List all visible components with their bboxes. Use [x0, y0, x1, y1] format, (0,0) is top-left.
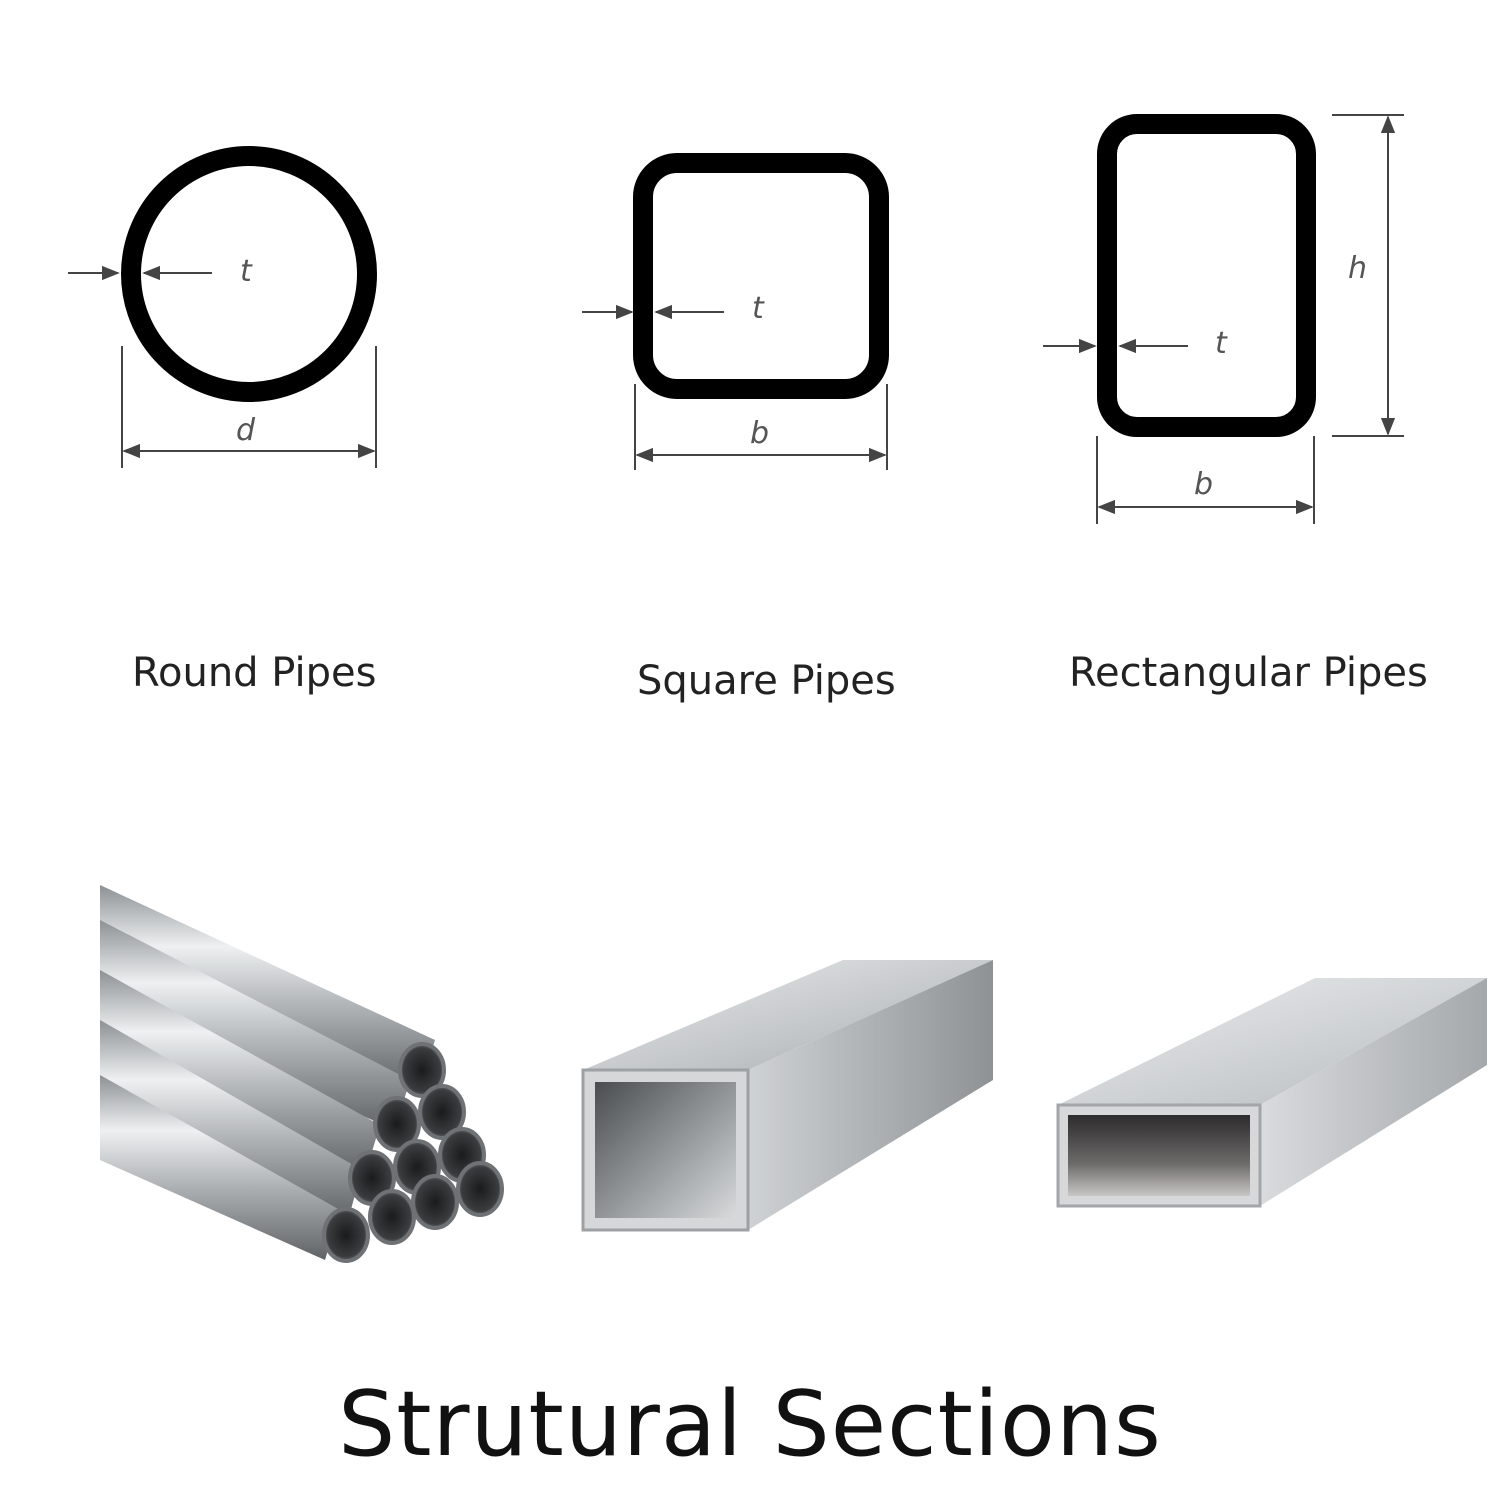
round-pipe-bundle-photo	[100, 885, 504, 1263]
round-thickness-label: t	[240, 254, 253, 289]
pipe-end	[322, 1207, 370, 1263]
pipe-tube	[100, 1020, 362, 1220]
pipe-end	[373, 1096, 421, 1152]
cross-section-diagrams: t d t b t	[68, 114, 1404, 524]
rectangular-thickness-label: t	[1215, 326, 1228, 361]
square-pipe-outline	[633, 153, 889, 399]
square-width-dimension	[634, 384, 888, 470]
pipe-end	[398, 1042, 446, 1098]
tube-opening	[595, 1082, 736, 1218]
pipe-tube	[100, 970, 380, 1175]
rectangular-width-dimension	[1096, 436, 1315, 524]
rectangular-pipe-section: t b h	[1043, 114, 1404, 524]
square-pipe-section: t b	[582, 153, 889, 470]
tube-side-face	[748, 960, 993, 1230]
pipe-tube	[100, 885, 435, 1090]
rectangular-tube-photo	[1056, 978, 1487, 1208]
square-width-label: b	[750, 416, 769, 451]
round-pipes-caption: Round Pipes	[132, 650, 377, 696]
tube-top-face	[1058, 978, 1487, 1105]
pipe-end	[368, 1189, 416, 1245]
tube-side-face	[1260, 978, 1487, 1206]
pipe-end	[411, 1174, 459, 1230]
rectangular-height-dimension	[1332, 114, 1404, 437]
rectangular-height-label: h	[1348, 251, 1367, 286]
rectangular-pipes-caption: Rectangular Pipes	[1069, 650, 1428, 696]
round-pipe-section: t d	[68, 146, 377, 468]
rectangular-pipe-outline	[1097, 114, 1316, 437]
pipe-end	[418, 1084, 466, 1140]
page-title: Strutural Sections	[338, 1372, 1162, 1477]
round-diameter-label: d	[236, 413, 256, 448]
tube-opening	[1068, 1115, 1250, 1196]
rectangular-width-label: b	[1194, 467, 1213, 502]
square-pipes-caption: Square Pipes	[637, 658, 896, 704]
tube-top-face	[583, 960, 993, 1070]
round-diameter-dimension	[121, 346, 377, 468]
square-tube-photo	[581, 960, 993, 1232]
pipe-tube	[100, 920, 410, 1130]
round-pipe-outline	[121, 146, 377, 402]
pipe-end	[456, 1161, 504, 1217]
pipe-tubes	[100, 885, 435, 1260]
pipe-tube	[100, 1075, 340, 1260]
square-thickness-label: t	[752, 291, 765, 326]
pipe-ends	[322, 1042, 504, 1263]
